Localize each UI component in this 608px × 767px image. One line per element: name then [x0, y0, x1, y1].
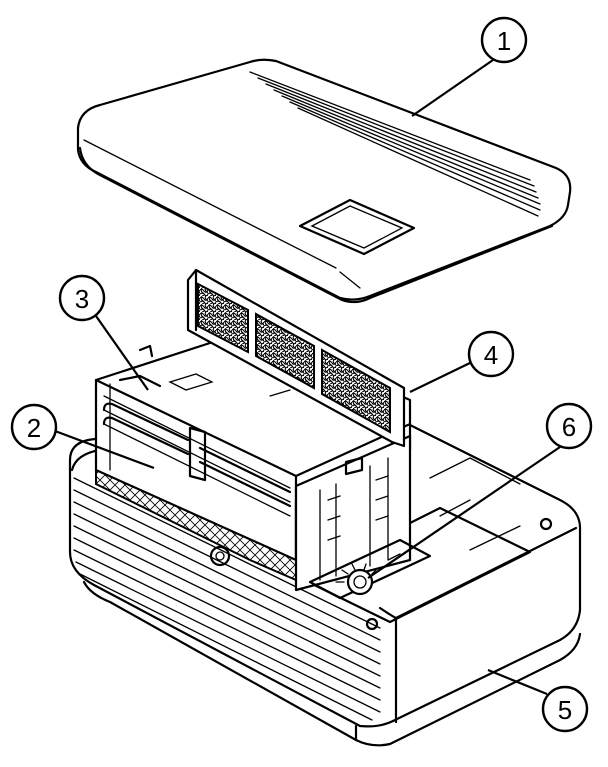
air-filter-frame [186, 268, 406, 448]
cover-vent-slots [249, 71, 541, 217]
leader-lines [54, 59, 561, 696]
leader-2 [54, 429, 155, 470]
leader-5 [487, 668, 548, 696]
leader-6 [367, 446, 561, 579]
control-knob [308, 538, 432, 600]
callout-6: 6 [545, 402, 593, 450]
top-cover [76, 58, 572, 304]
callout-3-label: 3 [75, 284, 89, 314]
callout-5-label: 5 [558, 695, 572, 725]
leader-1 [411, 59, 494, 117]
callout-1: 1 [480, 16, 528, 64]
callout-6-label: 6 [562, 412, 576, 442]
callout-4: 4 [467, 330, 515, 378]
callout-3: 3 [58, 274, 106, 322]
callout-1-label: 1 [497, 26, 511, 56]
leader-4 [409, 361, 473, 393]
callout-2: 2 [10, 403, 58, 451]
callout-4-label: 4 [484, 340, 498, 370]
callout-5: 5 [541, 685, 589, 733]
callout-2-label: 2 [27, 413, 41, 443]
cover-display-window [298, 198, 416, 256]
base-grille-ribs [73, 477, 381, 721]
leader-3 [95, 315, 149, 391]
